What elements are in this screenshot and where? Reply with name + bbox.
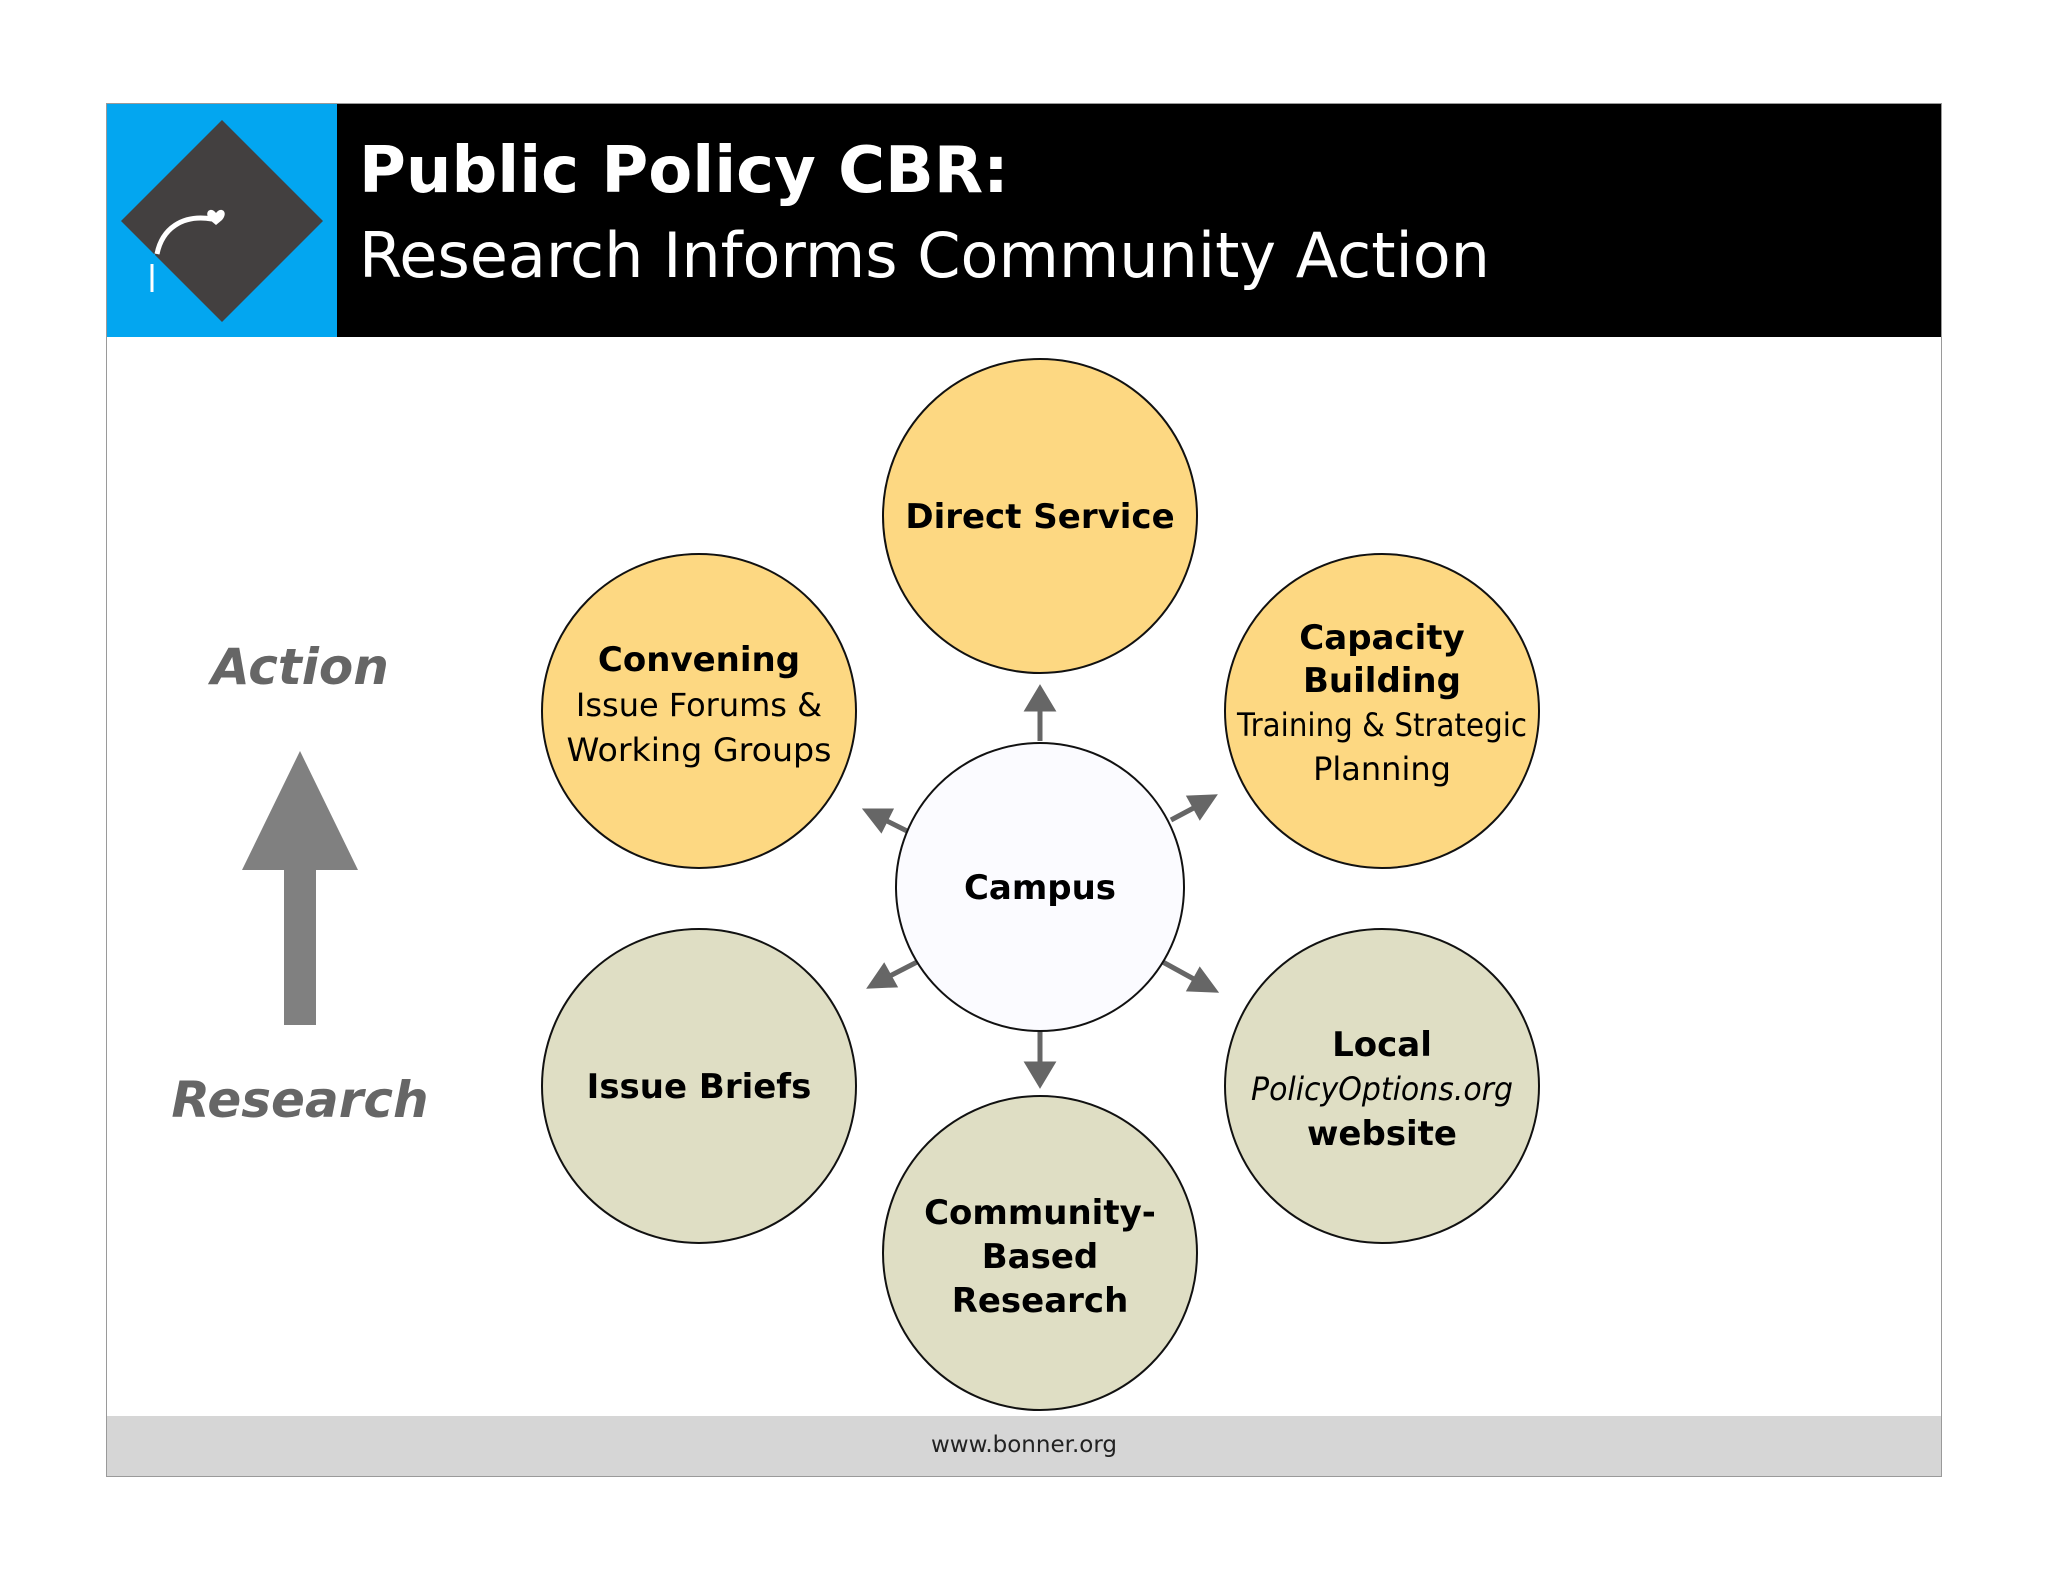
direct-service-label: Direct Service xyxy=(905,497,1174,537)
convening-circle xyxy=(541,553,857,869)
local-website-line-3: website xyxy=(1307,1114,1457,1154)
header-bar: Public Policy CBR: Research Informs Comm… xyxy=(107,104,1941,337)
slide: Public Policy CBR: Research Informs Comm… xyxy=(106,103,1942,1477)
title-line-2: Research Informs Community Action xyxy=(359,219,1490,292)
connector-arrows xyxy=(861,684,1220,1089)
convening-title: Convening xyxy=(598,640,800,680)
campus-circle xyxy=(895,742,1185,1032)
footer-url: www.bonner.org xyxy=(931,1432,1117,1458)
convening-sub-2: Working Groups xyxy=(567,731,832,769)
issue-briefs-circle xyxy=(541,928,857,1244)
research-label: Research xyxy=(171,1071,428,1129)
campus-label: Campus xyxy=(964,868,1116,908)
capacity-building-circle xyxy=(1224,553,1540,869)
direct-service-circle xyxy=(882,358,1198,674)
local-website-line-1: Local xyxy=(1332,1025,1432,1065)
local-website-line-2: PolicyOptions.org xyxy=(1251,1070,1513,1108)
capacity-building-title-2: Building xyxy=(1303,661,1461,701)
footer: www.bonner.org xyxy=(107,1416,1941,1476)
capacity-building-title-1: Capacity xyxy=(1299,618,1464,658)
bonner-logo-icon xyxy=(121,120,323,322)
capacity-building-sub-2: Planning xyxy=(1313,750,1451,788)
community-based-research-circle xyxy=(882,1095,1198,1411)
community-based-research-line-3: Research xyxy=(952,1281,1129,1321)
local-website-circle xyxy=(1224,928,1540,1244)
action-label: Action xyxy=(207,638,389,696)
title-line-1: Public Policy CBR: xyxy=(359,134,1009,208)
capacity-building-sub-1: Training & Strategic xyxy=(1236,706,1527,744)
action-research-arrow xyxy=(242,751,358,1025)
issue-briefs-label: Issue Briefs xyxy=(587,1067,812,1107)
logo xyxy=(107,104,337,337)
convening-sub-1: Issue Forums & xyxy=(576,686,822,724)
diagram: Action Research Direct Service Capacity xyxy=(171,358,1540,1411)
community-based-research-line-2: Based xyxy=(982,1237,1099,1277)
community-based-research-line-1: Community- xyxy=(924,1193,1156,1233)
